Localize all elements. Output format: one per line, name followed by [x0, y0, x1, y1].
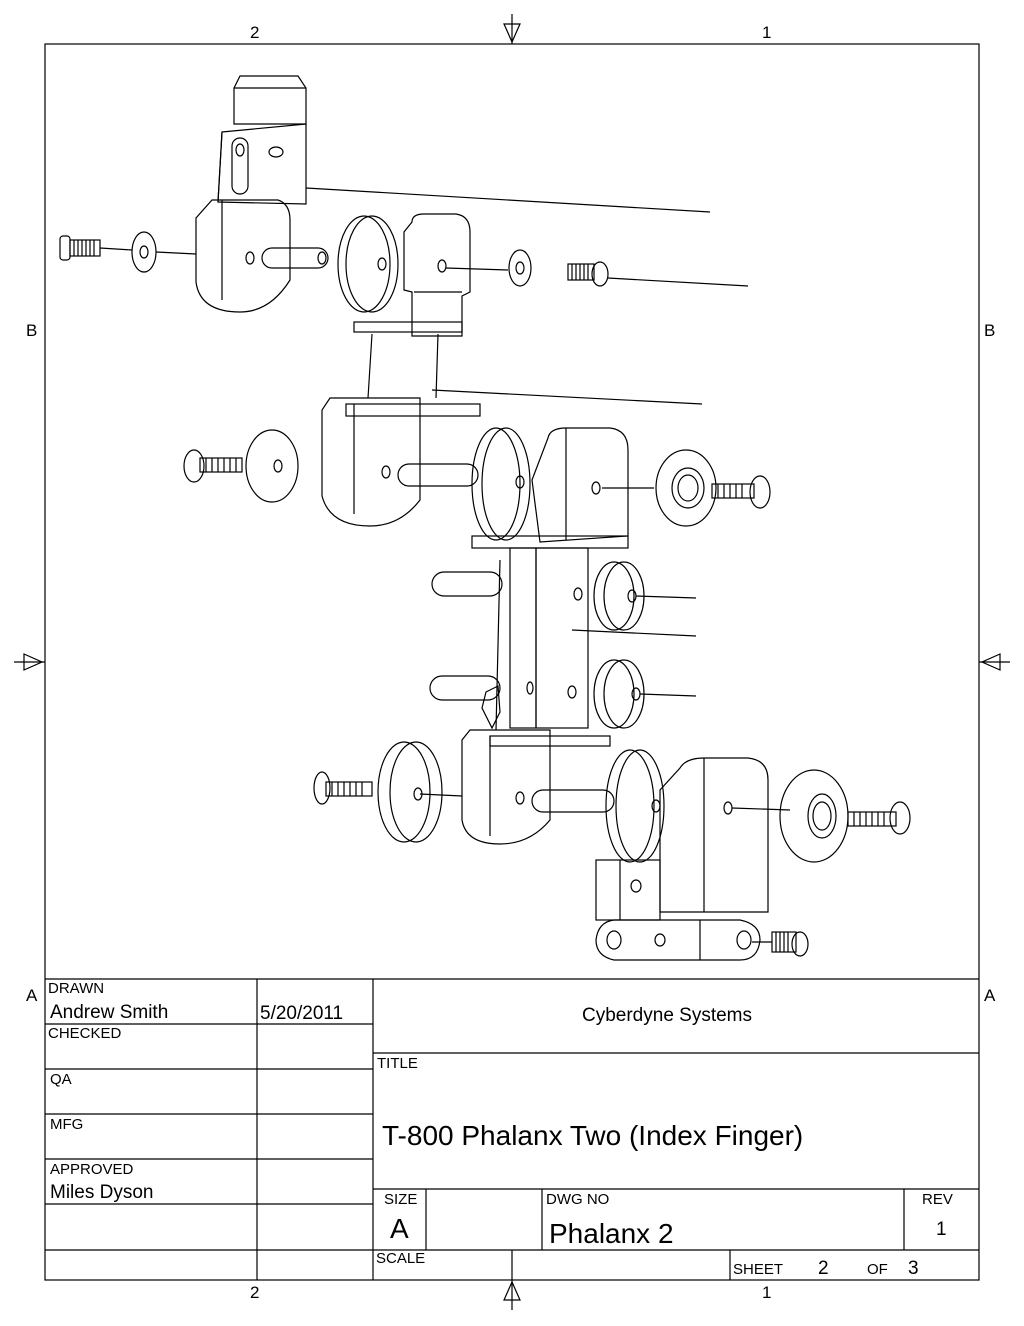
- dwg-no-value: Phalanx 2: [549, 1218, 674, 1249]
- sheet-number: 2: [818, 1258, 829, 1279]
- tip-block: [595, 859, 661, 921]
- approved-label: APPROVED: [50, 1161, 134, 1178]
- mfg-label: MFG: [50, 1116, 84, 1133]
- sheet-border: [44, 43, 980, 1281]
- company-name: Cyberdyne Systems: [582, 1005, 753, 1026]
- lower-pulley: [605, 749, 665, 863]
- zone-label-top-right: 1: [762, 23, 772, 42]
- centering-mark-top: [503, 14, 521, 44]
- drawn-date: 5/20/2011: [260, 1003, 344, 1024]
- title-label: TITLE: [377, 1055, 418, 1072]
- zone-label-bottom-right: 1: [762, 1283, 772, 1302]
- lower-joint-housing-left: [461, 729, 611, 845]
- scale-label: SCALE: [376, 1250, 426, 1267]
- upper-pulley: [337, 215, 399, 313]
- qa-label: QA: [50, 1071, 72, 1088]
- zone-label-right-lower: A: [984, 986, 996, 1005]
- tip-link: [595, 919, 809, 961]
- lower-joint-bracket-right: [659, 757, 791, 913]
- rev-label: REV: [922, 1191, 953, 1208]
- center-pulley-lower: [593, 659, 697, 729]
- centering-mark-right: [979, 653, 1010, 671]
- sheet-label: SHEET: [733, 1261, 784, 1278]
- upper-joint-housing-left: [195, 199, 291, 313]
- top-link-block: [217, 75, 711, 213]
- dwg-no-label: DWG NO: [546, 1191, 610, 1208]
- center-pin-upper: [431, 571, 503, 597]
- middle-bearing-right: [602, 449, 771, 527]
- middle-pulley: [471, 427, 531, 541]
- sheet-total: 3: [908, 1258, 919, 1279]
- center-pin-lower: [429, 675, 501, 730]
- title-block-lines: [45, 978, 979, 1280]
- lower-screw-left: [313, 741, 463, 843]
- exploded-assembly: [59, 75, 911, 961]
- lower-pin: [531, 789, 615, 813]
- approved-name: Miles Dyson: [50, 1182, 154, 1203]
- center-link: [495, 547, 697, 731]
- rev-value: 1: [936, 1219, 947, 1240]
- upper-screw-left: [59, 231, 197, 273]
- centering-mark-bottom: [503, 1280, 521, 1310]
- upper-screw-right: [445, 249, 749, 287]
- center-pulley-upper: [593, 561, 697, 631]
- of-label: OF: [867, 1261, 888, 1278]
- checked-label: CHECKED: [48, 1025, 122, 1042]
- size-value: A: [390, 1213, 409, 1244]
- zone-label-left-upper: B: [26, 321, 38, 340]
- drawn-label: DRAWN: [48, 980, 105, 997]
- size-label: SIZE: [384, 1191, 418, 1208]
- upper-pin: [261, 247, 329, 269]
- middle-screw-left: [183, 429, 299, 503]
- drawing-title: T-800 Phalanx Two (Index Finger): [382, 1120, 804, 1151]
- drawn-name: Andrew Smith: [50, 1002, 169, 1023]
- lower-bearing-right: [779, 769, 911, 863]
- centering-mark-left: [14, 653, 45, 671]
- zone-label-left-lower: A: [26, 986, 38, 1005]
- middle-joint-housing-left: [321, 397, 481, 527]
- zone-label-right-upper: B: [984, 321, 996, 340]
- zone-label-top-left: 2: [250, 23, 260, 42]
- middle-pin: [397, 463, 479, 487]
- upper-joint-bracket-right: [353, 213, 703, 405]
- zone-label-bottom-left: 2: [250, 1283, 260, 1302]
